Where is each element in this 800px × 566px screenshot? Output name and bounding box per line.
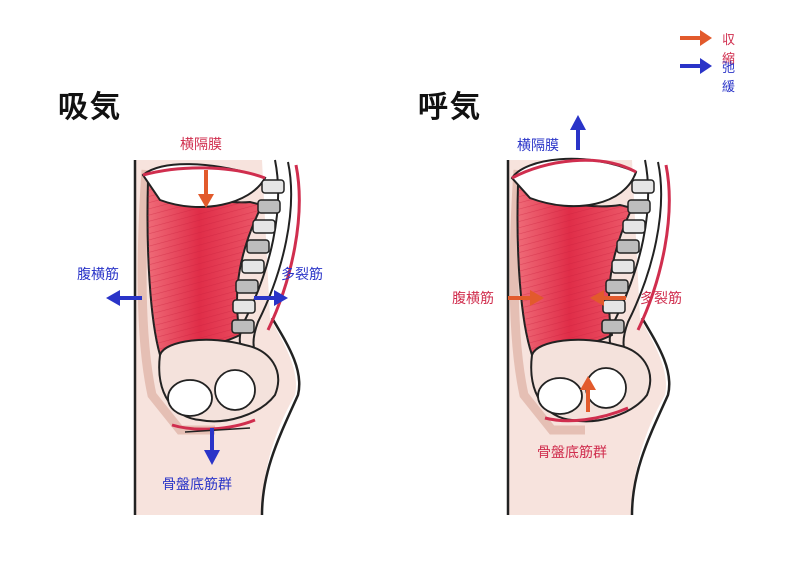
- inhale-title: 吸気: [58, 90, 122, 125]
- exhale-transversus-label: 腹横筋: [452, 291, 494, 307]
- exhale-pelvis: [530, 338, 652, 423]
- inhale-figure: [106, 159, 301, 516]
- inhale-pelvic-floor-arrow-icon: [204, 428, 220, 465]
- exhale-transversus-arrow-icon: [508, 290, 544, 306]
- exhale-diaphragm-label: 横隔膜: [517, 138, 559, 154]
- inhale-spine: [231, 159, 301, 357]
- inhale-diaphragm-arrow-icon: [198, 170, 214, 208]
- legend-arrows: [680, 30, 712, 74]
- exhale-diaphragm: [510, 157, 638, 208]
- legend-relaxation-arrow-icon: [680, 58, 712, 74]
- inhale-multifidus-label: 多裂筋: [281, 267, 323, 283]
- inhale-transversus-arrow-icon: [106, 290, 142, 306]
- inhale-transversus-label: 腹横筋: [77, 267, 119, 283]
- exhale-figure: [506, 115, 671, 516]
- legend-contraction-label: 収縮: [722, 33, 736, 67]
- exhale-multifidus-label: 多裂筋: [640, 291, 682, 307]
- exhale-title: 呼気: [418, 90, 482, 125]
- exhale-diaphragm-arrow-icon: [570, 115, 586, 150]
- inhale-pelvis: [158, 338, 280, 433]
- inhale-pelvic-floor-label: 骨盤底筋群: [162, 477, 232, 493]
- legend-relaxation-label: 弛緩: [722, 61, 736, 95]
- exhale-pelvic-floor-arrow-icon: [580, 376, 596, 412]
- exhale-multifidus-arrow-icon: [590, 290, 626, 306]
- inhale-diaphragm-label: 横隔膜: [180, 137, 222, 153]
- inhale-multifidus-arrow-icon: [254, 290, 288, 306]
- legend-contraction-arrow-icon: [680, 30, 712, 46]
- exhale-pelvic-floor-label: 骨盤底筋群: [537, 445, 607, 461]
